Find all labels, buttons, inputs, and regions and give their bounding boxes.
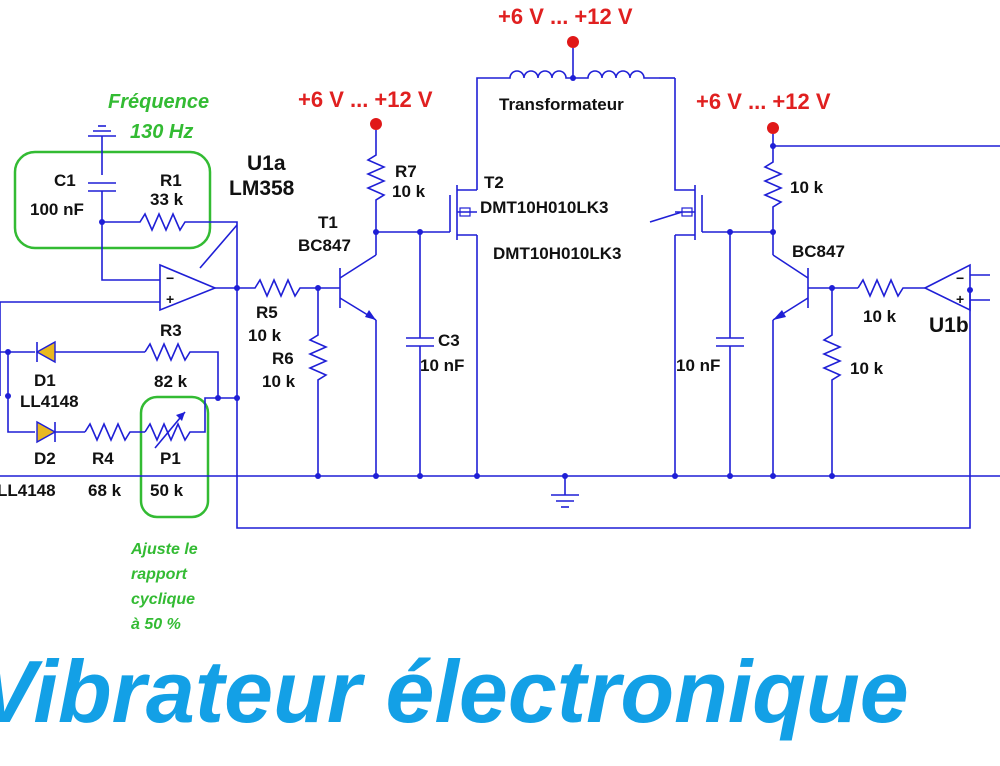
c1-ground-symbol	[88, 125, 116, 175]
u1b-name: U1b	[929, 314, 969, 337]
feedback-network	[0, 301, 240, 449]
d2-part: LL4148	[0, 481, 56, 500]
resistor-r10	[822, 288, 842, 479]
capacitor-c4	[716, 232, 744, 479]
p1-box	[139, 395, 210, 519]
c1-name: C1	[54, 171, 76, 190]
resistor-r5	[237, 278, 340, 298]
p1-name: P1	[160, 449, 181, 468]
r1-name: R1	[160, 171, 182, 190]
resistor-r8	[763, 122, 1000, 235]
d2-name: D2	[34, 449, 56, 468]
c3-value: 10 nF	[420, 356, 464, 375]
transformer-label: Transformateur	[499, 95, 624, 114]
r7-name: R7	[395, 162, 417, 181]
svg-text:+: +	[956, 291, 964, 307]
c1-value: 100 nF	[30, 200, 84, 219]
t2-name: T2	[484, 173, 504, 192]
resistor-r1	[102, 212, 238, 288]
r3-name: R3	[160, 321, 182, 340]
frequency-value: 130 Hz	[130, 121, 193, 143]
t4-part: DMT10H010LK3	[493, 244, 622, 263]
resistor-r9	[857, 278, 925, 298]
r8-value: 10 k	[790, 178, 824, 197]
r1-value: 33 k	[150, 190, 184, 209]
r4-name: R4	[92, 449, 114, 468]
c4-value: 10 nF	[676, 356, 720, 375]
u1a-name: U1a	[247, 152, 286, 175]
frequency-box	[13, 150, 212, 250]
svg-text:+: +	[166, 291, 174, 307]
page-title: Vibrateur électronique	[0, 642, 909, 741]
supply-label-right: +6 V ... +12 V	[696, 89, 831, 114]
opamp-u1b: − +	[923, 263, 990, 312]
opamp-u1a: − +	[159, 224, 240, 312]
supply-label-top: +6 V ... +12 V	[498, 4, 633, 29]
r3-value: 82 k	[154, 372, 188, 391]
t1-part: BC847	[298, 236, 351, 255]
r6-value: 10 k	[262, 372, 296, 391]
frequency-label: Fréquence	[108, 91, 209, 113]
r10-value: 10 k	[850, 359, 884, 378]
c3-name: C3	[438, 331, 460, 350]
mosfet-t2	[449, 77, 490, 479]
svg-text:−: −	[956, 270, 964, 286]
note-line-4: à 50 %	[131, 616, 181, 633]
d1-name: D1	[34, 371, 56, 390]
note-line-3: cyclique	[131, 591, 195, 608]
t2-part: DMT10H010LK3	[480, 198, 609, 217]
transistor-t3	[770, 232, 858, 479]
svg-text:−: −	[166, 270, 174, 286]
p1-value: 50 k	[150, 481, 184, 500]
r4-value: 68 k	[88, 481, 122, 500]
resistor-r6	[308, 288, 328, 479]
note-line-2: rapport	[131, 566, 188, 583]
capacitor-c3	[406, 232, 434, 479]
r9-value: 10 k	[863, 307, 897, 326]
supply-label-left: +6 V ... +12 V	[298, 87, 433, 112]
u1a-part: LM358	[229, 177, 295, 200]
r5-name: R5	[256, 303, 278, 322]
t3-part: BC847	[792, 242, 845, 261]
transformer	[490, 36, 675, 81]
return-wire	[236, 288, 971, 529]
r5-value: 10 k	[248, 326, 282, 345]
note-line-1: Ajuste le	[130, 541, 198, 558]
r6-name: R6	[272, 349, 294, 368]
transistor-t1	[339, 232, 379, 479]
r7-value: 10 k	[392, 182, 426, 201]
mosfet-t4	[649, 78, 775, 479]
d1-part: LL4148	[20, 392, 79, 411]
t1-name: T1	[318, 213, 338, 232]
